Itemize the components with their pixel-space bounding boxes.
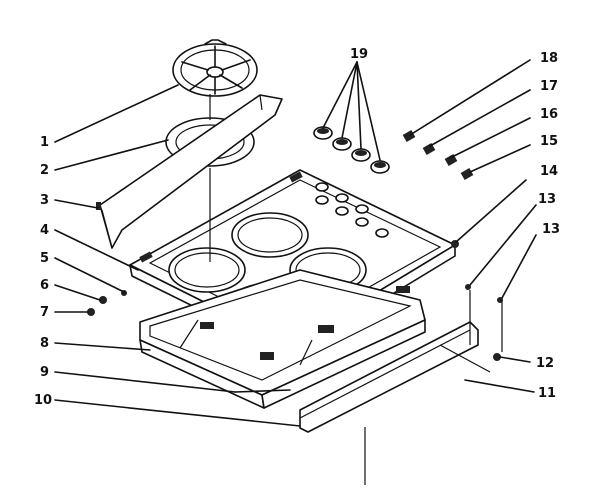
callout-13-lower: 13	[542, 222, 560, 237]
callout-2: 2	[40, 163, 49, 178]
callout-19: 19	[350, 47, 368, 62]
callout-3: 3	[40, 193, 49, 208]
callout-15: 15	[540, 134, 558, 149]
callout-6: 6	[40, 278, 49, 293]
callout-4: 4	[40, 223, 49, 238]
callout-8: 8	[40, 336, 49, 351]
burner-grate	[172, 39, 258, 97]
callout-13-upper: 13	[538, 192, 556, 207]
callout-10: 10	[34, 393, 52, 408]
callout-18: 18	[540, 51, 558, 66]
backguard-panel	[96, 94, 283, 249]
callout-16: 16	[540, 107, 558, 122]
callout-5: 5	[40, 251, 49, 266]
control-knobs	[313, 126, 390, 174]
callout-12: 12	[536, 356, 554, 371]
callout-7: 7	[40, 305, 49, 320]
callout-11: 11	[538, 386, 556, 401]
callout-labels: 1 2 3 4 5 6 7 8 9 10 11 12 13 13 14 15 1…	[34, 47, 560, 408]
callout-17: 17	[540, 79, 558, 94]
callout-14: 14	[540, 164, 558, 179]
callout-9: 9	[40, 365, 49, 380]
leader-lines	[54, 59, 537, 427]
callout-1: 1	[40, 135, 49, 150]
